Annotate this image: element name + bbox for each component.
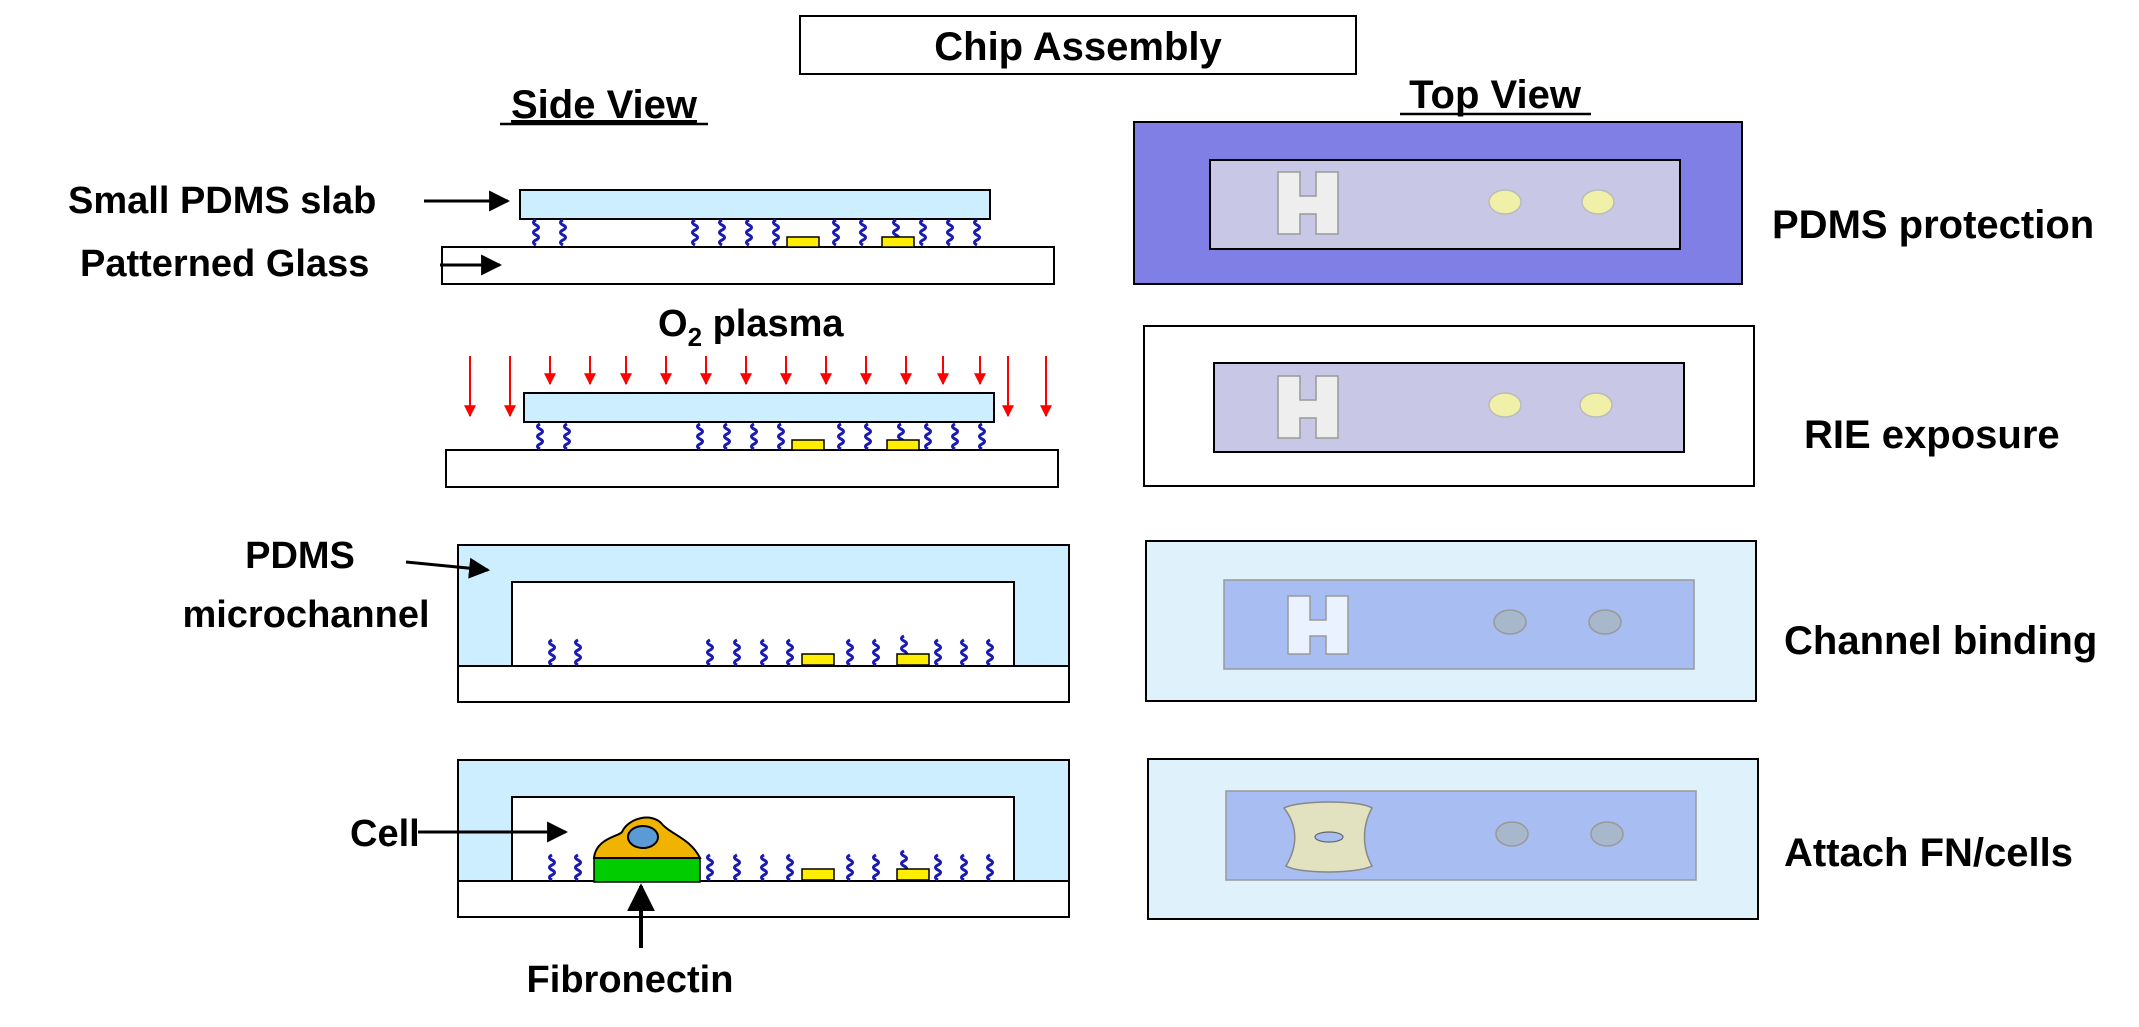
top-step-2: RIE exposure xyxy=(1143,325,2060,487)
patterned-glass xyxy=(441,246,1055,285)
side-view-heading: Side View xyxy=(511,83,698,127)
microchannel-label: microchannel xyxy=(182,594,429,636)
step-label-1: PDMS protection xyxy=(1772,203,2094,247)
patterned-glass xyxy=(457,880,1070,918)
small-pdms-slab-label: Small PDMS slab xyxy=(68,180,376,222)
plasma-arrows xyxy=(464,356,1052,418)
o2-plasma-label: O2 plasma xyxy=(658,303,844,352)
step-label-2: RIE exposure xyxy=(1804,413,2060,457)
page-title: Chip Assembly xyxy=(934,25,1222,69)
top-step-4: Attach FN/cells xyxy=(1147,758,2073,920)
small-pdms-slab xyxy=(523,392,995,423)
circle-pad xyxy=(1488,392,1522,418)
gold-pad xyxy=(896,868,930,881)
step-label-3: Channel binding xyxy=(1784,619,2097,663)
step-label-4: Attach FN/cells xyxy=(1784,831,2073,875)
fibronectin-label: Fibronectin xyxy=(527,959,734,1001)
cell-nucleus-top xyxy=(1314,831,1344,843)
h-pattern xyxy=(1277,375,1339,439)
circle-pad xyxy=(1579,392,1613,418)
pdms-microchannel-arrow xyxy=(405,557,491,579)
gold-pad xyxy=(801,653,835,666)
gold-pad xyxy=(886,439,920,451)
cell-label: Cell xyxy=(350,813,420,855)
circle-pad xyxy=(1588,609,1622,635)
side-step-2: O2 plasma xyxy=(445,303,1059,488)
pdms-label: PDMS xyxy=(245,535,355,577)
side-step-1: Small PDMS slab Patterned Glass xyxy=(68,180,1055,285)
cell-nucleus xyxy=(627,825,659,849)
small-pdms-slab xyxy=(519,189,991,220)
h-pattern xyxy=(1277,171,1339,235)
gold-pad xyxy=(896,653,930,666)
gold-pad xyxy=(786,236,820,248)
h-pattern xyxy=(1287,595,1349,655)
circle-pad xyxy=(1488,189,1522,215)
circle-pad xyxy=(1493,609,1527,635)
top-step-3: Channel binding xyxy=(1145,540,2097,702)
top-view-heading: Top View xyxy=(1409,73,1582,117)
side-step-3: PDMS microchannel xyxy=(182,535,1070,703)
fibronectin-layer xyxy=(593,857,701,883)
circle-pad xyxy=(1581,189,1615,215)
gold-pad xyxy=(801,868,835,881)
top-step-1: PDMS protection xyxy=(1133,121,2094,285)
patterned-glass-label: Patterned Glass xyxy=(80,243,369,285)
title-box xyxy=(799,15,1357,75)
patterned-glass xyxy=(445,449,1059,488)
circle-pad xyxy=(1495,821,1529,847)
circle-pad xyxy=(1590,821,1624,847)
patterned-glass xyxy=(457,665,1070,703)
gold-pad xyxy=(881,236,915,248)
gold-pad xyxy=(791,439,825,451)
side-step-4: Cell Fibronectin xyxy=(350,759,1070,1001)
